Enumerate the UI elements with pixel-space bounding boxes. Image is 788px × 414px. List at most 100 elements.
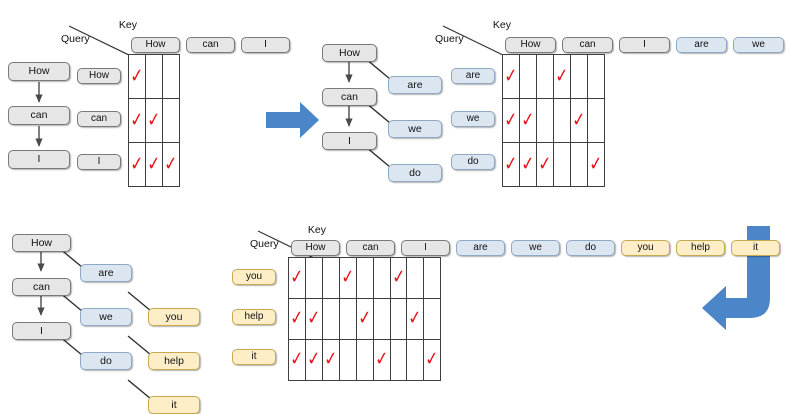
row-label-how: How [77,67,121,84]
cell-we-i[interactable] [535,98,554,143]
column-header-i: I [401,240,450,256]
tree-node-do: do [388,164,442,182]
cell-we-are[interactable] [552,98,571,143]
cell-can-how[interactable]: ✓ [128,98,146,143]
checkmark-icon: ✓ [373,347,390,371]
tree-node-can: can [12,278,71,296]
cell-do-how[interactable]: ✓ [502,142,520,187]
cell-help-how[interactable]: ✓ [288,298,306,340]
cell-it-how[interactable]: ✓ [288,339,306,381]
cell-help-we[interactable]: ✓ [355,298,374,340]
table-row: ✓ ✓ ✓ [288,257,442,299]
checkmark-icon: ✓ [340,265,356,289]
cell-it-it[interactable]: ✓ [423,339,442,381]
attention-matrix-step-2-grid: ✓✓✓✓✓✓✓✓✓✓✓✓ [288,257,442,381]
cell-how-i[interactable] [161,54,180,99]
cell-do-are[interactable] [552,142,571,187]
cell-help-it[interactable] [423,298,442,340]
row-label-we: we [451,110,495,127]
checkmark-icon: ✓ [146,151,162,176]
cell-you-how[interactable]: ✓ [288,257,306,299]
cell-are-how[interactable]: ✓ [502,54,520,99]
cell-can-can[interactable]: ✓ [144,98,163,143]
cell-you-help[interactable] [406,257,425,299]
table-row: ✓✓✓ [502,98,605,143]
column-header-how: How [131,37,180,53]
cell-how-can[interactable] [144,54,163,99]
cell-you-are[interactable]: ✓ [338,257,357,299]
cell-do-i[interactable]: ✓ [535,142,554,187]
checkmark-icon: ✓ [146,107,162,132]
cell-you-we[interactable] [355,257,374,299]
cell-are-i[interactable] [535,54,554,99]
cell-you-it[interactable] [423,257,442,299]
cell-are-are[interactable]: ✓ [552,54,571,99]
cell-do-can[interactable]: ✓ [518,142,537,187]
row-label-help: help [232,309,276,325]
checkmark-icon: ✓ [503,63,519,88]
checkmark-icon: ✓ [289,265,305,289]
cell-i-i[interactable]: ✓ [161,142,180,187]
row-label-are: are [451,67,495,84]
cell-we-we[interactable]: ✓ [569,98,588,143]
cell-it-i[interactable]: ✓ [321,339,340,381]
cell-can-i[interactable] [161,98,180,143]
cell-are-can[interactable] [518,54,537,99]
cell-we-how[interactable]: ✓ [502,98,520,143]
cell-you-can[interactable] [304,257,323,299]
cell-help-do[interactable] [372,298,391,340]
cell-we-do[interactable] [586,98,605,143]
checkmark-icon: ✓ [537,151,553,176]
cell-do-do[interactable]: ✓ [586,142,605,187]
column-header-can: can [186,37,235,53]
checkmark-icon: ✓ [356,306,373,330]
cell-help-help[interactable]: ✓ [406,298,425,340]
table-row: ✓ [128,54,180,99]
table-row: ✓✓✓ [128,142,180,187]
cell-help-you[interactable] [389,298,408,340]
checkmark-icon: ✓ [306,306,322,330]
checkmark-icon: ✓ [289,306,305,330]
table-row: ✓✓✓✓✓ [288,339,442,381]
tree-node-can: can [322,88,377,106]
tree-node-i: I [322,132,377,150]
cell-you-i[interactable] [321,257,340,299]
tree-node-how: How [8,62,70,81]
tree-node-we: we [388,120,442,138]
checkmark-icon: ✓ [503,151,519,176]
cell-it-do[interactable]: ✓ [372,339,391,381]
checkmark-icon: ✓ [323,347,339,371]
tree-top-left-edges [35,82,43,147]
cell-you-do[interactable] [372,257,391,299]
cell-are-do[interactable] [586,54,605,99]
matrix-3-corner-label: Key Query [250,224,326,265]
cell-we-can[interactable]: ✓ [518,98,537,143]
column-header-are: are [456,240,505,256]
cell-you-you[interactable]: ✓ [389,257,408,299]
checkmark-icon: ✓ [503,107,519,132]
checkmark-icon: ✓ [129,63,145,88]
tree-node-we: we [80,308,132,326]
cell-it-we[interactable] [355,339,374,381]
cell-help-are[interactable] [338,298,357,340]
cell-i-can[interactable]: ✓ [144,142,163,187]
row-label-can: can [77,110,121,127]
column-header-it: it [731,240,780,256]
column-header-help: help [676,240,725,256]
cell-i-how[interactable]: ✓ [128,142,146,187]
column-header-we: we [511,240,560,256]
cell-it-are[interactable] [338,339,357,381]
checkmark-icon: ✓ [407,306,424,330]
query-label-1: Query [61,33,90,45]
cell-help-can[interactable]: ✓ [304,298,323,340]
cell-help-i[interactable] [321,298,340,340]
cell-it-you[interactable] [389,339,408,381]
cell-are-we[interactable] [569,54,588,99]
cell-how-how[interactable]: ✓ [128,54,146,99]
row-label-i: I [77,153,121,170]
cell-do-we[interactable] [569,142,588,187]
cell-it-help[interactable] [406,339,425,381]
cell-it-can[interactable]: ✓ [304,339,323,381]
